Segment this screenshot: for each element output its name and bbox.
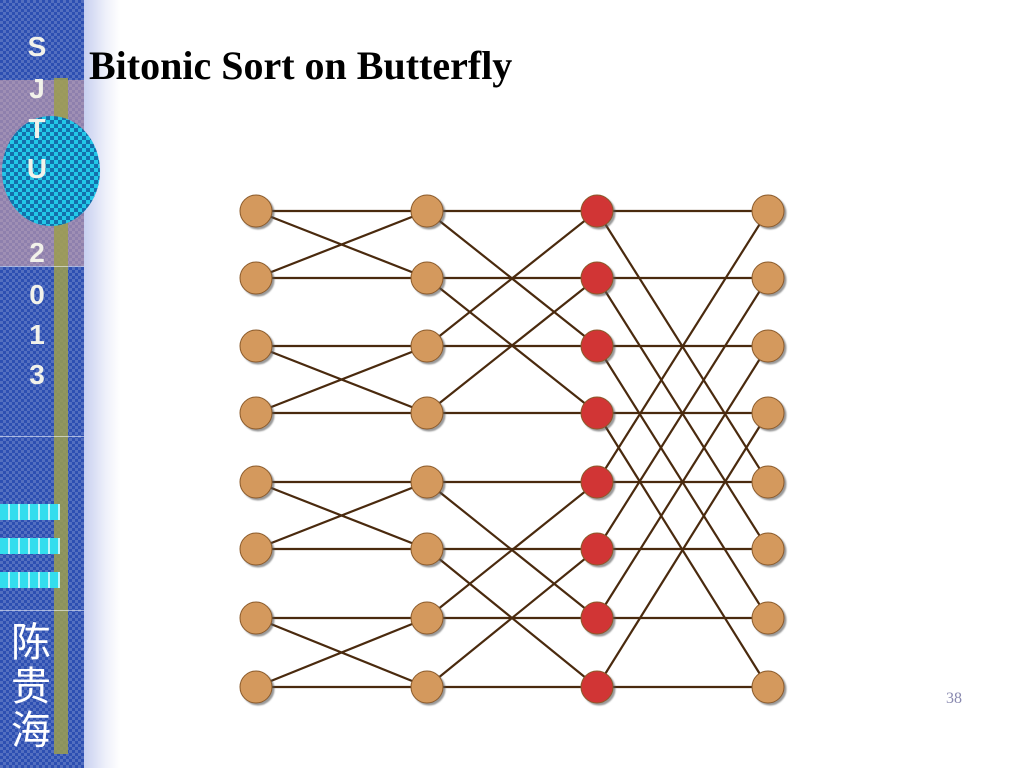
cross-edge — [426, 210, 598, 347]
network-node — [239, 670, 273, 704]
network-node — [239, 532, 273, 566]
logo-letter-u: U — [26, 153, 48, 184]
sidebar-cyan-stripe — [0, 572, 60, 588]
network-node — [751, 329, 785, 363]
network-node — [751, 465, 785, 499]
network-node — [751, 396, 785, 430]
network-node — [239, 601, 273, 635]
network-nodes — [239, 194, 785, 704]
logo-letter-j: J — [29, 73, 45, 104]
cross-edge — [596, 412, 769, 688]
cross-edge — [596, 277, 769, 550]
year-digit: 2 — [29, 237, 45, 268]
sidebar-divider — [0, 266, 84, 267]
network-node — [751, 601, 785, 635]
network-node — [239, 465, 273, 499]
author-char: 陈 — [11, 620, 51, 666]
sidebar-cyan-stripe — [0, 504, 60, 520]
sidebar-divider — [0, 436, 84, 437]
network-node — [410, 329, 444, 363]
sidebar-rail — [84, 0, 120, 768]
network-node — [751, 261, 785, 295]
network-node — [410, 396, 444, 430]
cross-edge — [255, 480, 428, 551]
network-node — [410, 601, 444, 635]
cross-edge — [426, 548, 598, 688]
network-node — [410, 465, 444, 499]
cross-edge — [596, 210, 769, 483]
network-node — [239, 194, 273, 228]
slide-title: Bitonic Sort on Butterfly — [89, 43, 513, 88]
logo-letter-s: S — [27, 31, 47, 62]
highlighted-node — [580, 261, 614, 295]
network-node — [239, 261, 273, 295]
highlighted-node — [580, 396, 614, 430]
highlighted-node — [580, 194, 614, 228]
cross-edge — [255, 209, 428, 280]
cross-edge — [255, 616, 428, 689]
network-node — [410, 670, 444, 704]
year-digit: 0 — [29, 279, 45, 310]
author-char: 贵 — [11, 664, 51, 710]
network-node — [410, 532, 444, 566]
year-digit: 1 — [29, 319, 45, 350]
highlighted-node — [580, 532, 614, 566]
highlighted-node — [580, 670, 614, 704]
network-node — [751, 532, 785, 566]
network-node — [410, 194, 444, 228]
cross-edge — [255, 344, 428, 415]
cross-edge — [426, 277, 598, 414]
highlighted-node — [580, 465, 614, 499]
sidebar-divider — [0, 610, 84, 611]
page-number: 38 — [946, 690, 962, 707]
sidebar-cyan-stripe — [0, 538, 60, 554]
highlighted-node — [580, 601, 614, 635]
network-node — [239, 396, 273, 430]
network-node — [751, 194, 785, 228]
network-node — [751, 670, 785, 704]
network-node — [239, 329, 273, 363]
cross-edge — [426, 481, 598, 619]
logo-letter-t: T — [28, 113, 46, 144]
cross-edge — [596, 345, 769, 619]
network-node — [410, 261, 444, 295]
author-char: 海 — [11, 708, 51, 754]
highlighted-node — [580, 329, 614, 363]
year-digit: 3 — [29, 359, 45, 390]
sidebar-logo-circle — [2, 116, 100, 226]
network-edges — [255, 209, 769, 689]
